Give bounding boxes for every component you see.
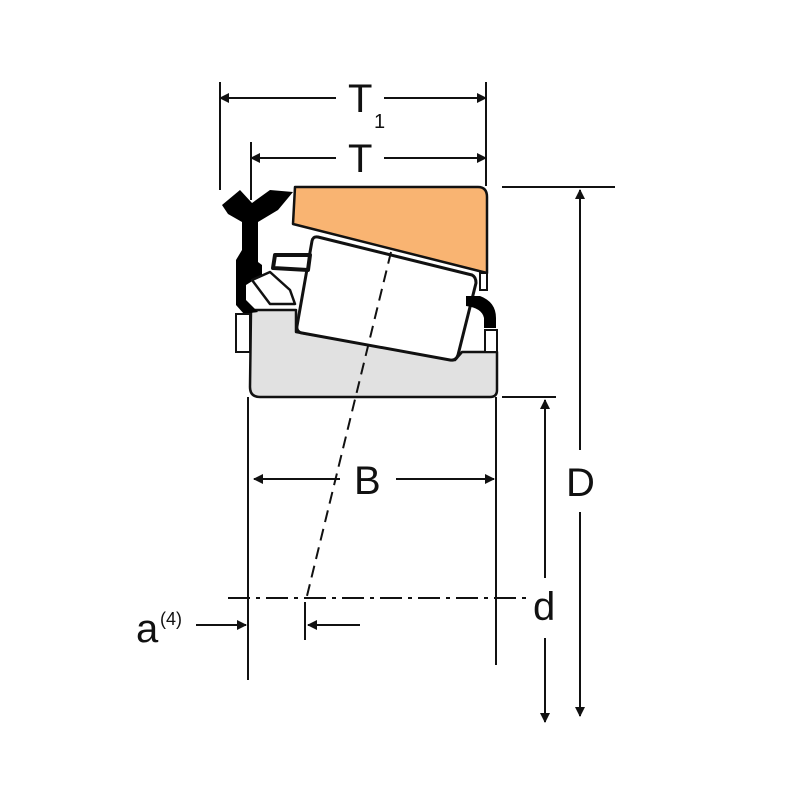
label-bore-diameter: d bbox=[533, 585, 555, 629]
roller-axis bbox=[305, 251, 392, 601]
label-b: B bbox=[354, 459, 381, 503]
cage-right bbox=[466, 296, 496, 328]
label-t1-subscript: 1 bbox=[374, 111, 385, 133]
cup-rib bbox=[479, 272, 488, 291]
label-t: T bbox=[348, 137, 372, 181]
label-a: a bbox=[136, 607, 159, 651]
label-t1: T bbox=[348, 77, 372, 121]
seal-left bbox=[222, 190, 293, 314]
seal-lip bbox=[250, 270, 297, 306]
label-a-superscript: (4) bbox=[160, 609, 182, 629]
seal-spacer bbox=[235, 313, 251, 353]
cone-rib-right bbox=[484, 329, 498, 353]
cup-outer-ring bbox=[291, 185, 489, 275]
label-outer-diameter: D bbox=[566, 461, 595, 505]
tapered-roller bbox=[295, 235, 478, 362]
cage-left bbox=[271, 253, 312, 272]
